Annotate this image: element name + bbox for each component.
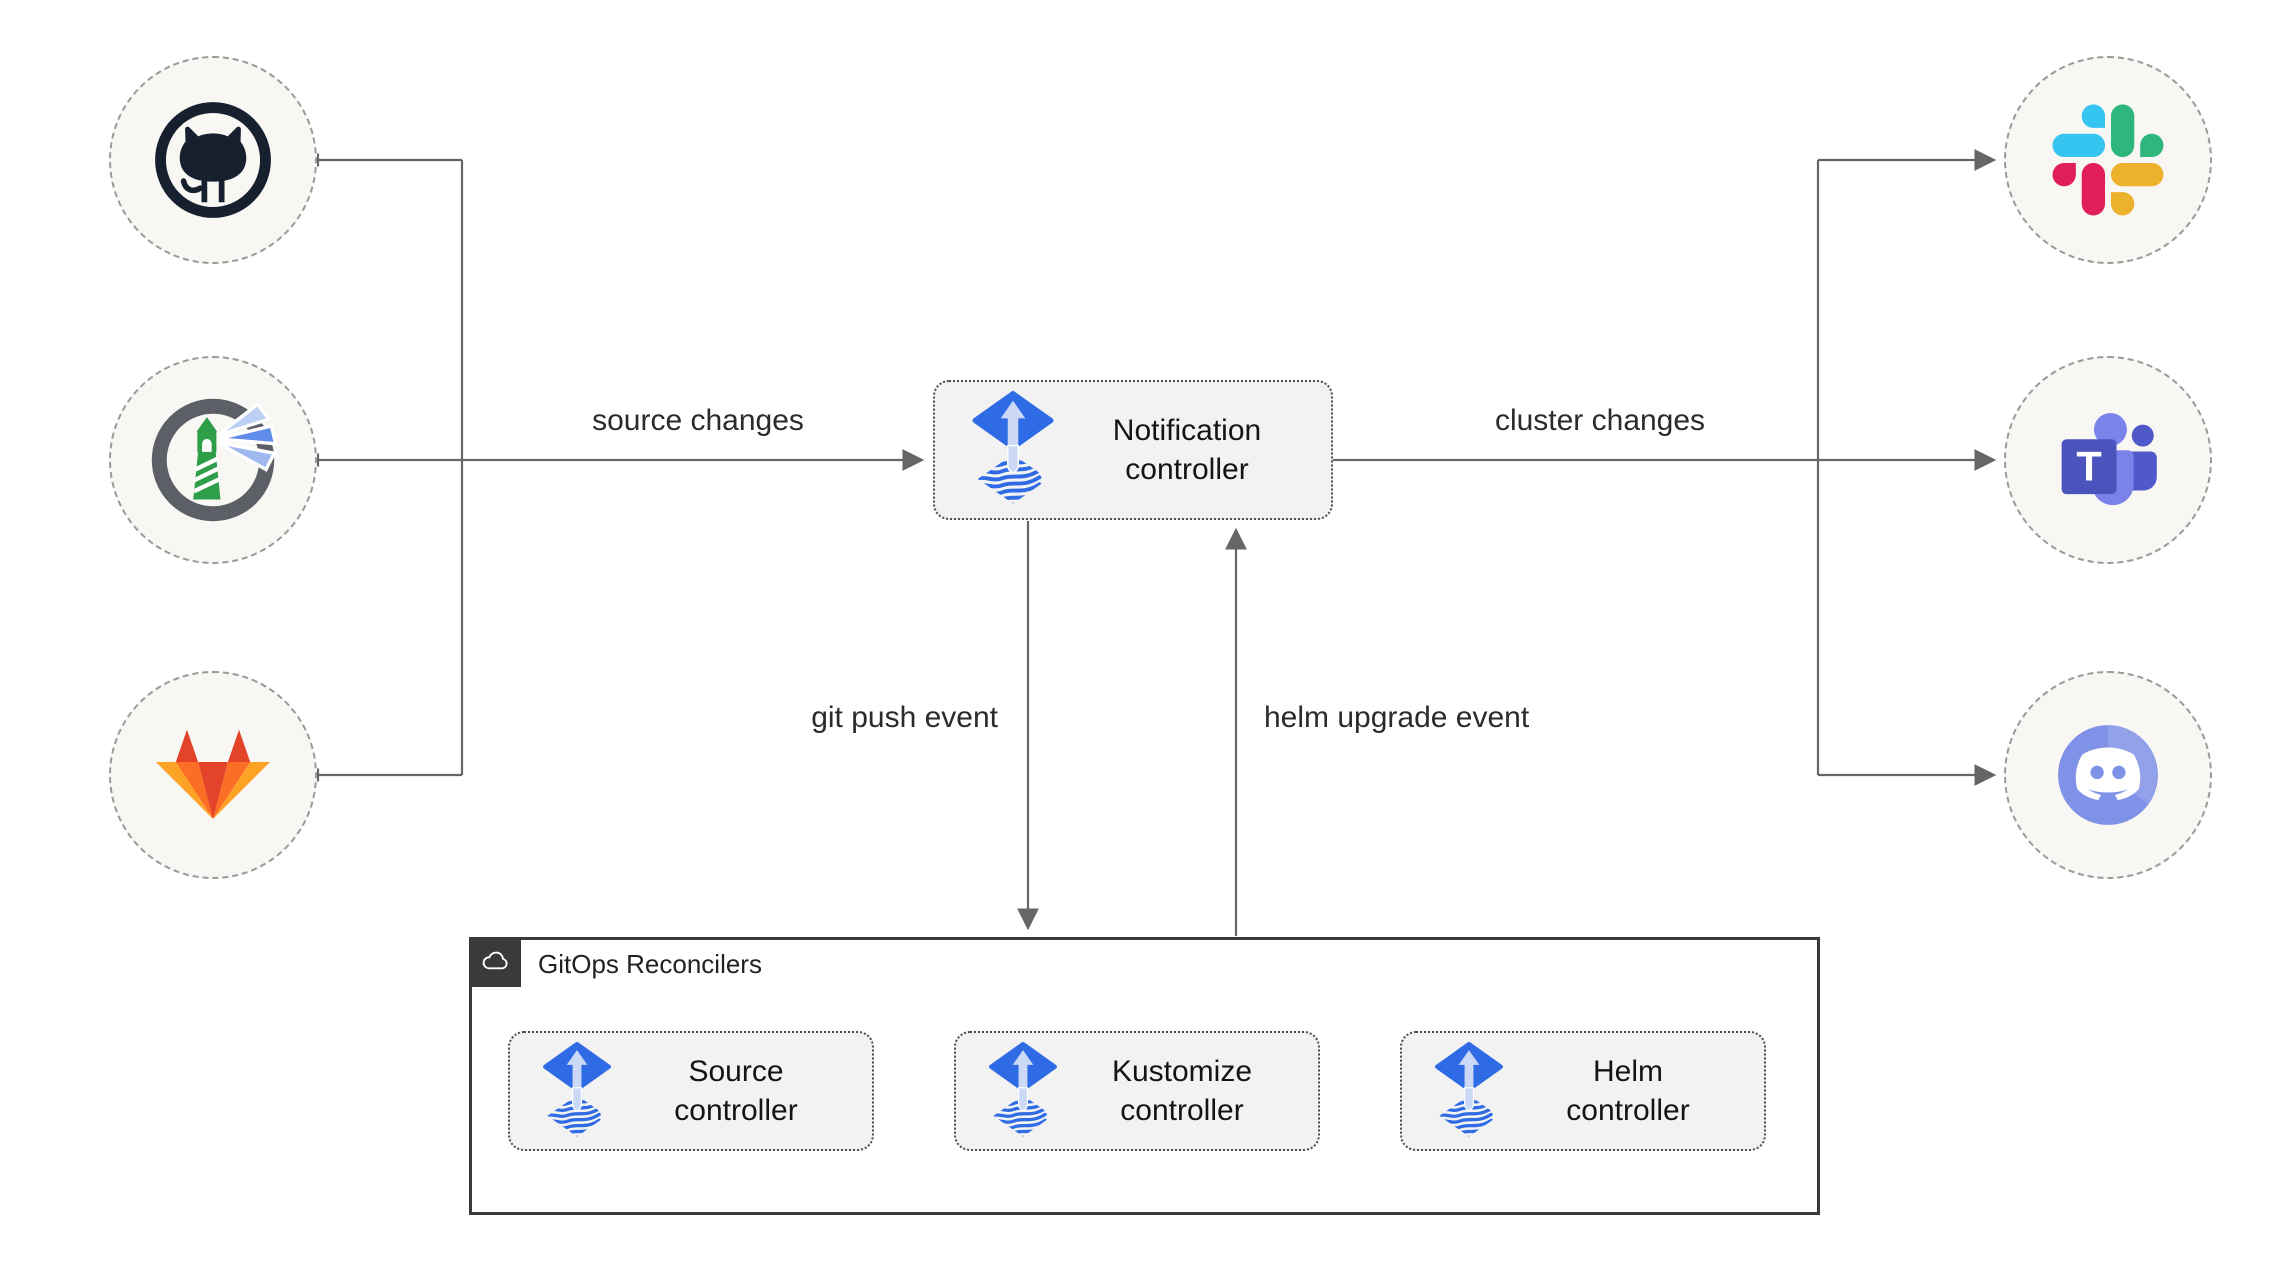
edge-label-source-changes: source changes (592, 404, 804, 437)
node-teams: T (2004, 356, 2212, 564)
discord-icon (2058, 725, 2158, 825)
flux-icon (1432, 1042, 1506, 1141)
node-slack (2004, 56, 2212, 264)
teams-letter: T (2076, 443, 2101, 490)
node-gitlab (109, 671, 317, 879)
edge-label-helm-upgrade-event: helm upgrade event (1264, 701, 1530, 734)
notification-controller-label: Notification controller (1112, 414, 1262, 486)
node-harbor (109, 356, 317, 564)
edge-label-git-push-event: git push event (811, 701, 998, 734)
helm-controller-label: Helm controller (1566, 1055, 1690, 1127)
cloud-badge (469, 937, 521, 987)
node-github (109, 56, 317, 264)
source-controller-label: Source controller (674, 1055, 798, 1127)
helm-controller-box: Helm controller (1400, 1031, 1766, 1151)
kustomize-controller-box: Kustomize controller (954, 1031, 1320, 1151)
slack-icon (2052, 104, 2164, 216)
cloud-icon (482, 951, 508, 970)
kustomize-controller-label: Kustomize controller (1111, 1055, 1253, 1127)
github-icon (155, 102, 271, 218)
flux-icon (986, 1042, 1060, 1141)
source-controller-box: Source controller (508, 1031, 874, 1151)
teams-icon: T (2061, 413, 2157, 506)
gitlab-icon (155, 729, 271, 820)
node-discord (2004, 671, 2212, 879)
flux-icon (969, 391, 1057, 509)
edge-label-cluster-changes: cluster changes (1494, 404, 1706, 437)
notification-controller-box: Notification controller (933, 380, 1333, 520)
container-title: GitOps Reconcilers (538, 949, 762, 979)
harbor-icon (151, 398, 278, 522)
flux-icon (540, 1042, 614, 1141)
